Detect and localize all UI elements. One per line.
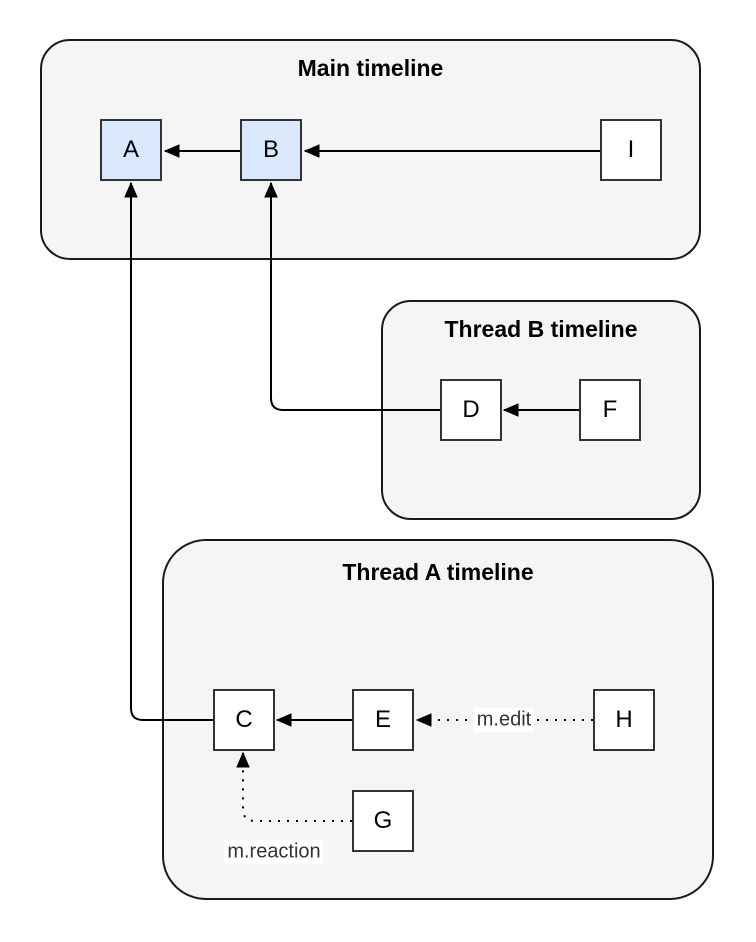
container-title: Thread B timeline bbox=[444, 316, 638, 342]
node-f: F bbox=[579, 379, 641, 441]
node-g: G bbox=[352, 790, 414, 852]
container-title: Thread A timeline bbox=[342, 559, 534, 585]
node-c: C bbox=[213, 689, 275, 751]
node-h: H bbox=[593, 689, 655, 751]
node-e: E bbox=[352, 689, 414, 751]
node-b: B bbox=[240, 119, 302, 181]
container-title: Main timeline bbox=[297, 55, 444, 81]
node-i: I bbox=[600, 119, 662, 181]
edge-label-m-reaction: m.reaction bbox=[224, 839, 324, 865]
container-thread-b-timeline: Thread B timeline bbox=[381, 300, 701, 520]
node-a: A bbox=[100, 119, 162, 181]
node-d: D bbox=[440, 379, 502, 441]
edge-label-m-edit: m.edit bbox=[473, 707, 535, 733]
